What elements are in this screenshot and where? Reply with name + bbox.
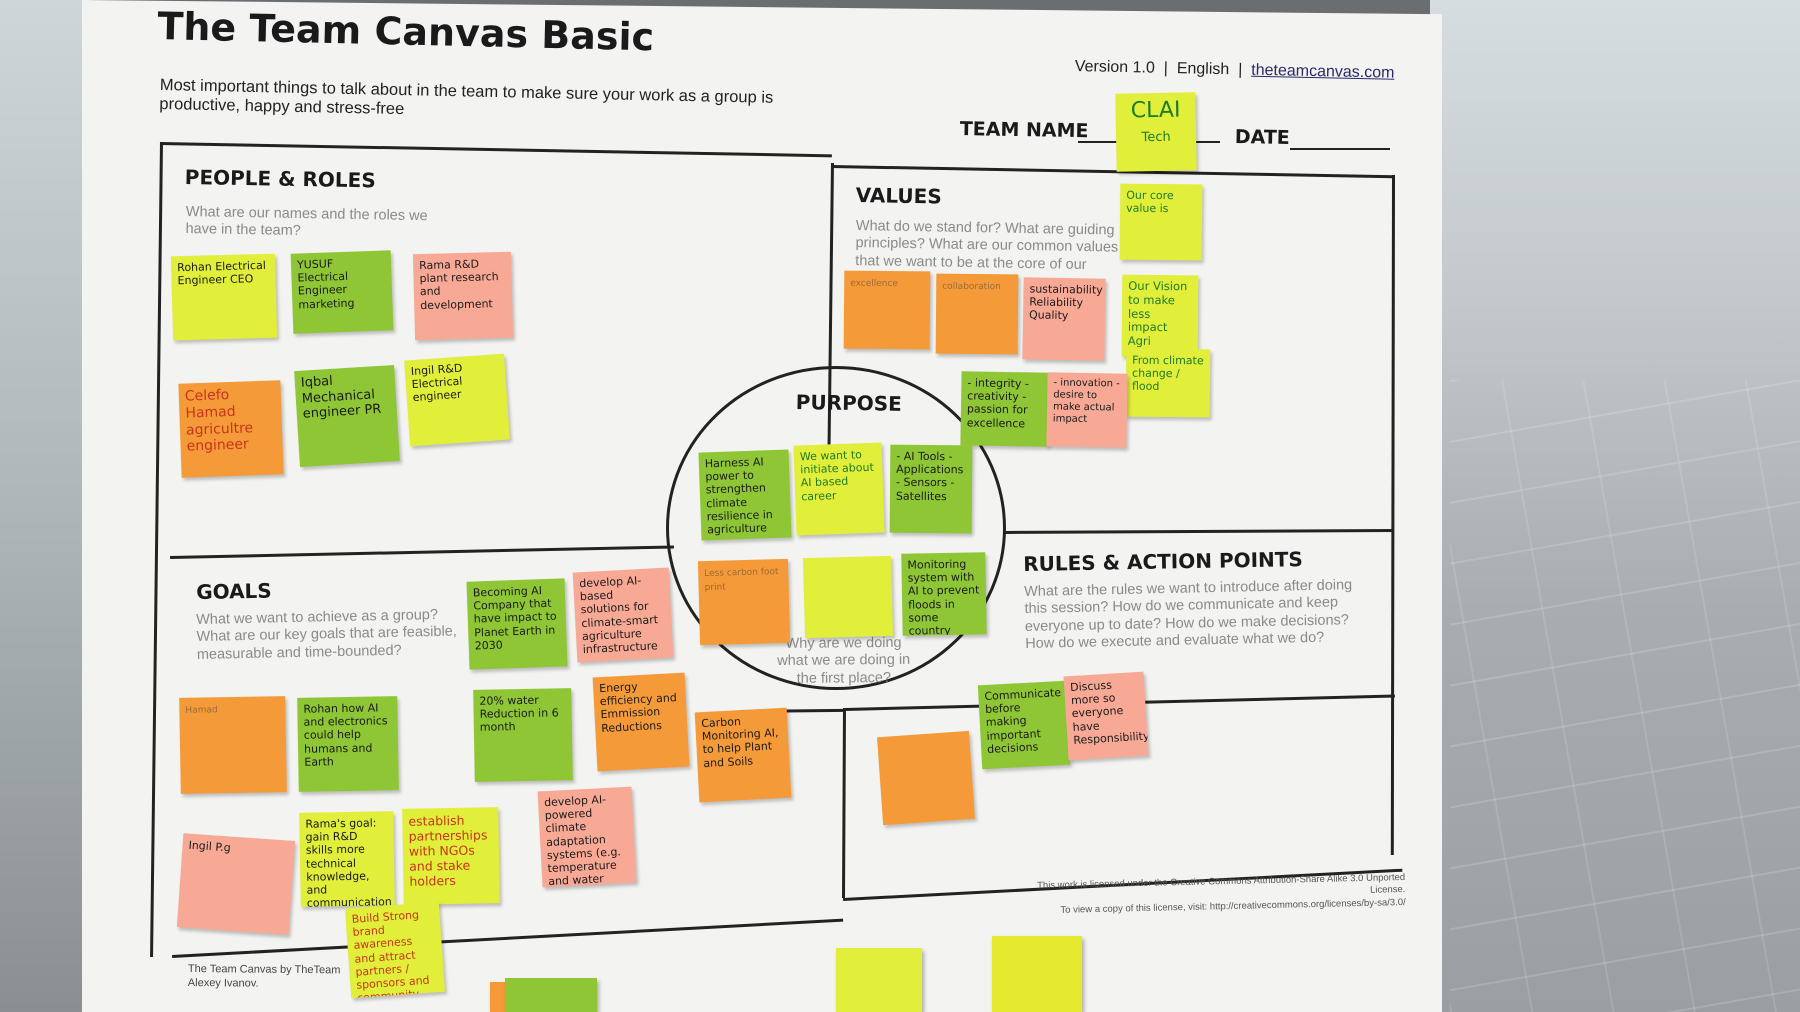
sticky-note-sustainability: sustainability Reliability Quality bbox=[1022, 277, 1106, 361]
sticky-note-excellence: excellence bbox=[843, 270, 931, 350]
purpose-circle bbox=[666, 366, 1006, 690]
purpose-question: Why are we doing what we are doing in th… bbox=[777, 634, 911, 687]
date-line bbox=[1290, 148, 1390, 150]
note-text: Less carbon foot print bbox=[704, 567, 779, 593]
meta-separator: | bbox=[1159, 59, 1173, 78]
credit-line-1: The Team Canvas by TheTeam bbox=[187, 962, 341, 977]
date-label: DATE bbox=[1234, 126, 1290, 149]
team-name-label: TEAM NAME bbox=[959, 118, 1089, 143]
goals-question: What we want to achieve as a group? What… bbox=[196, 606, 457, 663]
sticky-note-core-value: Our core value is bbox=[1119, 183, 1203, 261]
website-link[interactable]: theteamcanvas.com bbox=[1251, 61, 1395, 82]
sticky-note-iqbal: Iqbal Mechanical engineer PR bbox=[294, 365, 400, 467]
sticky-note-hamad: Celefo Hamad agricultre engineer bbox=[178, 380, 284, 478]
team-name-sub: Tech bbox=[1141, 130, 1171, 146]
sticky-note-rama: Rama R&D plant research and development bbox=[412, 251, 514, 341]
language-text: English bbox=[1176, 60, 1230, 79]
sticky-pad-green bbox=[505, 978, 597, 1012]
sticky-note-purpose-1: Harness AI power to strengthen climate r… bbox=[698, 449, 792, 541]
sticky-note-collaboration: collaboration bbox=[935, 273, 1019, 355]
floor-tiles bbox=[1450, 380, 1800, 1012]
sticky-note-ingil: Ingil R&D Electrical engineer bbox=[404, 353, 510, 447]
sticky-note-rohan: Rohan Electrical Engineer CEO bbox=[170, 253, 278, 341]
note-text: excellence bbox=[850, 278, 899, 290]
note-text: Hamad bbox=[185, 705, 218, 716]
team-name-value: CLAI bbox=[1130, 97, 1181, 124]
sticky-note-goal-rohan: Rohan how AI and electronics could help … bbox=[297, 696, 399, 792]
values-title: VALUES bbox=[855, 183, 942, 209]
window-left-background bbox=[0, 0, 90, 1012]
people-roles-question: What are our names and the roles we have… bbox=[185, 204, 428, 240]
credit-text: The Team Canvas by TheTeam Alexey Ivanov… bbox=[188, 962, 341, 992]
sticky-note-purpose-4: Less carbon foot print bbox=[697, 558, 791, 646]
sticky-note-purpose-3: - AI Tools - Applications - Sensors - Sa… bbox=[889, 444, 973, 534]
people-roles-title: PEOPLE & ROLES bbox=[184, 165, 376, 193]
sticky-note-goal-develop: develop AI-based solutions for climate-s… bbox=[572, 567, 674, 663]
sticky-note-goal-ingil: Ingil P.g bbox=[176, 833, 296, 935]
sticky-note-rule-communicate: Communicate before making important deci… bbox=[977, 680, 1071, 770]
sticky-note-team-name: CLAI Tech bbox=[1115, 92, 1197, 172]
sticky-note-purpose-2: We want to initiate about AI based caree… bbox=[793, 442, 885, 536]
sticky-note-goal-water: 20% water Reduction in 6 month bbox=[473, 688, 573, 782]
sticky-note-goal-brand: Build Strong brand awareness and attract… bbox=[344, 901, 446, 999]
meta-separator: | bbox=[1233, 61, 1247, 79]
sticky-note-yusuf: YUSUF Electrical Engineer marketing bbox=[290, 250, 394, 334]
sticky-note-rule-orange bbox=[877, 730, 975, 826]
sticky-note-goal-adapt: develop AI-powered climate adaptation sy… bbox=[537, 786, 637, 888]
goals-title: GOALS bbox=[196, 578, 272, 604]
sticky-pad-yellow-2 bbox=[992, 936, 1082, 1012]
window-right-background bbox=[1430, 0, 1800, 1012]
sticky-note-purpose-5 bbox=[802, 555, 894, 639]
sticky-note-goal-company: Becoming AI Company that have impact to … bbox=[466, 578, 568, 670]
rules-question: What are the rules we want to introduce … bbox=[1024, 577, 1353, 653]
version-text: Version 1.0 bbox=[1074, 58, 1156, 77]
sticky-note-goal-energy: Energy efficiency and Emmission Reductio… bbox=[592, 672, 690, 772]
purpose-title: PURPOSE bbox=[795, 390, 903, 416]
credit-line-2: Alexey Ivanov. bbox=[187, 977, 259, 990]
rules-title: RULES & ACTION POINTS bbox=[1023, 547, 1304, 576]
sticky-note-purpose-6: Monitoring system with AI to prevent flo… bbox=[901, 552, 987, 636]
sticky-note-goal-rama: Rama's goal: gain R&D skills more techni… bbox=[299, 811, 395, 907]
sticky-note-innovation: - innovation - desire to make actual imp… bbox=[1046, 372, 1128, 448]
sticky-note-rule-discuss: Discuss more so everyone have Responsibi… bbox=[1063, 671, 1149, 761]
note-text: collaboration bbox=[942, 281, 1001, 293]
sticky-note-integrity: - integrity - creativity - passion for e… bbox=[960, 371, 1050, 447]
sticky-pad-yellow-1 bbox=[836, 948, 922, 1012]
sticky-note-goal-hamad: Hamad bbox=[179, 696, 287, 794]
sticky-note-vision: Our Vision to make less impact Agri cult… bbox=[1121, 274, 1199, 358]
sticky-note-climate: From climate change / flood bbox=[1125, 348, 1211, 418]
sticky-note-goal-partner: establish partnerships with NGOs and sta… bbox=[402, 807, 500, 905]
sticky-note-goal-carbon: Carbon Monitoring AI, to help Plant and … bbox=[694, 707, 792, 803]
